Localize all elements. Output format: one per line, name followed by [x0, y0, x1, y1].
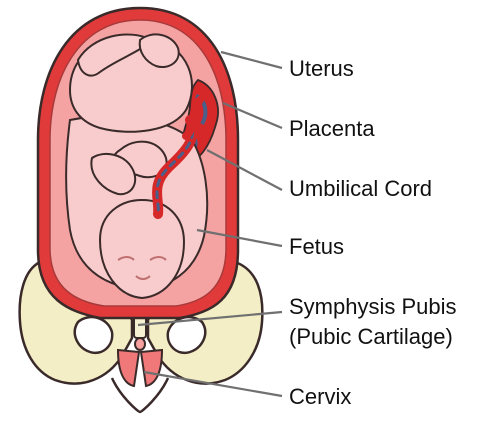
pointer-lines: [137, 50, 283, 398]
cervix-pointer: [143, 370, 283, 398]
label-uterus: Uterus: [289, 56, 354, 81]
cervix: [116, 337, 164, 388]
label-cervix: Cervix: [289, 384, 351, 409]
symphysis-pointer: [137, 310, 283, 327]
label-placenta: Placenta: [289, 116, 375, 141]
label-umbilical-cord: Umbilical Cord: [289, 176, 432, 201]
placenta-pointer: [222, 101, 283, 130]
umbilical-cord-pointer: [206, 149, 283, 191]
label-fetus: Fetus: [289, 234, 344, 259]
fetus-pointer: [196, 228, 283, 248]
symphysis-pubis: [133, 315, 147, 339]
uterus-pointer: [220, 50, 283, 70]
umbilical-cord: [152, 96, 204, 219]
label-pubic-cartilage: (Pubic Cartilage): [289, 324, 453, 349]
label-symphysis-pubis: Symphysis Pubis: [289, 294, 457, 319]
fetus: [65, 33, 209, 300]
